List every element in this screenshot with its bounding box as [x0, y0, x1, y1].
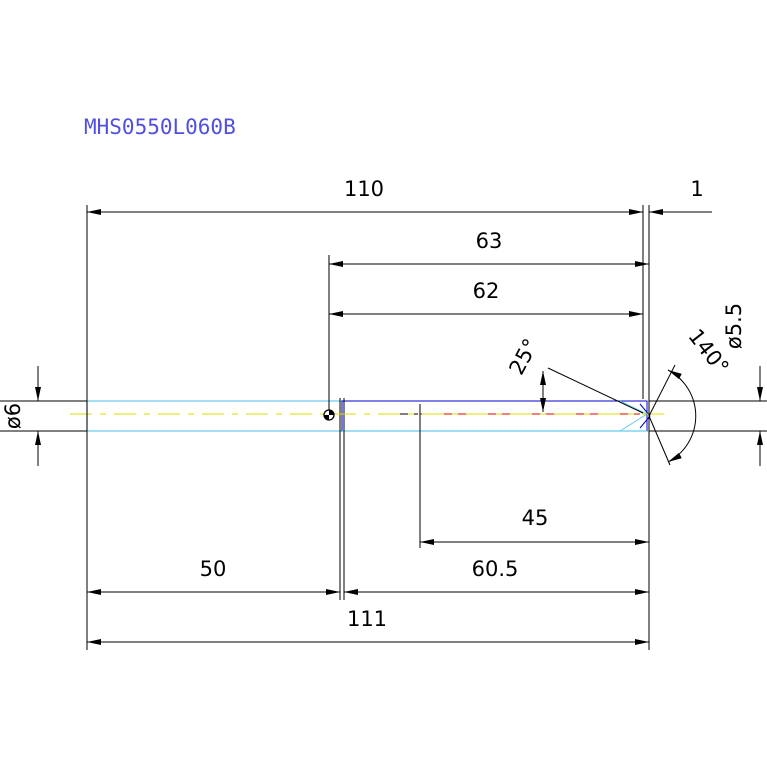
- part-number-title: MHS0550L060B: [84, 115, 236, 139]
- extension-lines: [0, 205, 767, 650]
- dim-63: 63: [476, 229, 503, 253]
- angle-25-label: 25°: [504, 335, 543, 379]
- dim-111: 111: [347, 607, 387, 631]
- angle-140-leader-top: [648, 364, 676, 417]
- angle-140-leader-bottom: [648, 415, 671, 466]
- dim-45: 45: [522, 506, 549, 530]
- dim-dia-5-5: ø5.5: [722, 303, 746, 349]
- flute-outline: [341, 400, 648, 432]
- dim-60-5: 60.5: [472, 557, 519, 581]
- dim-110: 110: [344, 177, 384, 201]
- dimension-lines: [35, 209, 763, 645]
- angle-140-arc: [667, 369, 697, 463]
- drill-point-tip: [639, 403, 651, 429]
- dim-62: 62: [473, 279, 500, 303]
- dim-dia-6: ø6: [1, 403, 25, 429]
- dim-50: 50: [200, 557, 227, 581]
- angle-25-leader: [547, 367, 644, 414]
- tool-body: [70, 398, 670, 600]
- shank-outline: [86, 400, 343, 432]
- dim-1: 1: [690, 177, 703, 201]
- drill-point: [619, 400, 649, 432]
